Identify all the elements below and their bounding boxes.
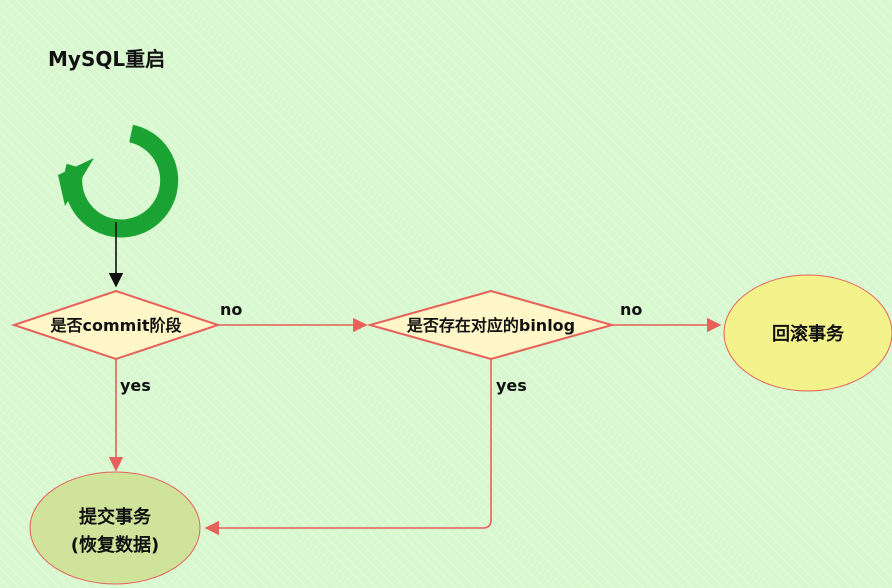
rollback-node — [723, 274, 892, 392]
refresh-icon — [58, 124, 179, 238]
page-title: MySQL重启 — [48, 47, 165, 71]
binlog-no-label: no — [620, 300, 642, 319]
decision-commit-label: 是否commit阶段 — [50, 316, 183, 335]
commit-no-label: no — [220, 300, 242, 319]
commit-label-line1: 提交事务 — [79, 506, 152, 528]
commit-label-line2: (恢复数据) — [71, 534, 159, 556]
binlog-yes-label: yes — [496, 376, 527, 395]
commit-yes-label: yes — [120, 376, 151, 395]
decision-binlog-label: 是否存在对应的binlog — [406, 316, 575, 335]
binlog-yes-arrow — [204, 359, 492, 536]
commit-node — [29, 471, 201, 585]
rollback-label: 回滚事务 — [772, 323, 845, 345]
